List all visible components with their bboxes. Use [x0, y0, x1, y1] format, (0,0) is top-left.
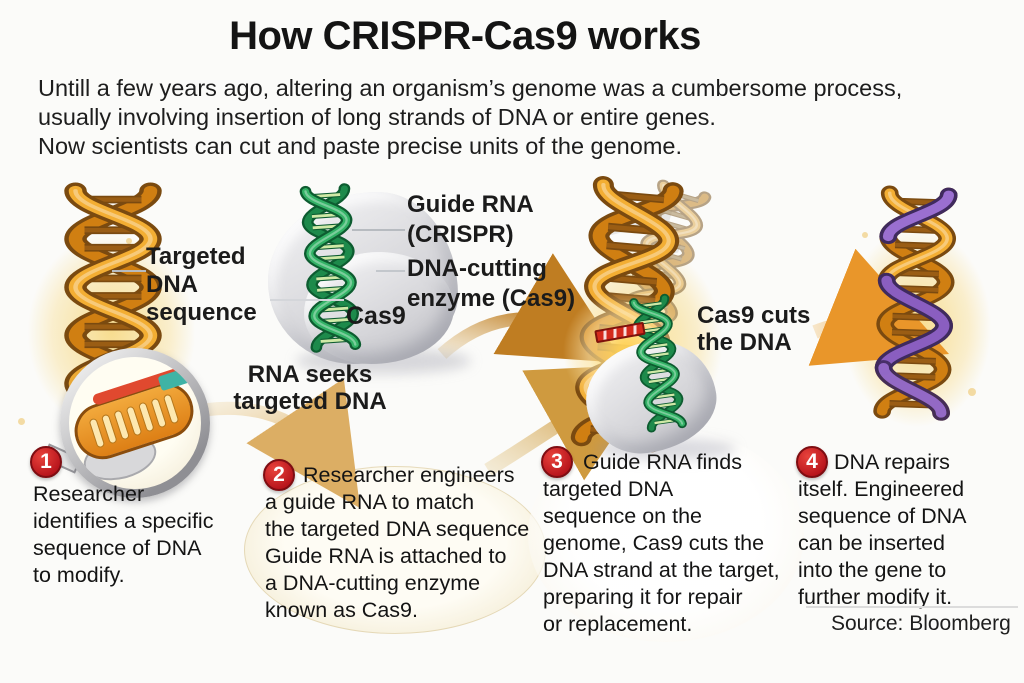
- step-4-text: DNA repairs itself. Engineered sequence …: [798, 450, 967, 609]
- arrow-cas9-to-cut-scene: [437, 253, 625, 363]
- label-dna-cutting-enzyme: DNA-cutting enzyme (Cas9): [407, 255, 576, 312]
- step-1-badge: 1: [30, 446, 62, 478]
- page-title: How CRISPR-Cas9 works: [229, 14, 701, 58]
- step-3-badge: 3: [541, 446, 573, 478]
- step-2-text: Researcher engineers a guide RNA to matc…: [265, 463, 530, 622]
- leader-line-enzyme: [376, 270, 405, 272]
- leader-line-guide-rna: [352, 229, 405, 231]
- gold-speck: [968, 388, 976, 396]
- label-targeted-dna-sequence: Targeted DNA sequence: [146, 243, 257, 326]
- label-rna-seeks-targeted-dna: RNA seeks targeted DNA: [233, 361, 387, 415]
- leader-line-cas9: [270, 299, 344, 301]
- gold-speck: [862, 232, 868, 238]
- source-credit: Source: Bloomberg: [831, 612, 1011, 635]
- gold-speck: [18, 418, 25, 425]
- label-cas9-cuts-the-dna: Cas9 cuts the DNA: [697, 302, 811, 356]
- step-1-text: Researcher identifies a specific sequenc…: [33, 482, 214, 587]
- step-4-badge: 4: [796, 446, 828, 478]
- guide-rna-helix: [286, 182, 377, 372]
- label-cas9: Cas9: [346, 302, 406, 330]
- engineered-sequence-purple-strand: [874, 187, 958, 421]
- step-2-badge: 2: [263, 459, 295, 491]
- magnifier-lens: [69, 357, 201, 489]
- step-3-text: Guide RNA finds targeted DNA sequence on…: [543, 450, 780, 636]
- source-divider: [806, 606, 1018, 608]
- gold-speck: [126, 238, 132, 244]
- magnifier-icon: [42, 348, 210, 498]
- intro-text: Untill a few years ago, altering an orga…: [38, 75, 903, 159]
- label-guide-rna: Guide RNA (CRISPR): [407, 191, 534, 248]
- leader-line-targeted: [112, 270, 146, 272]
